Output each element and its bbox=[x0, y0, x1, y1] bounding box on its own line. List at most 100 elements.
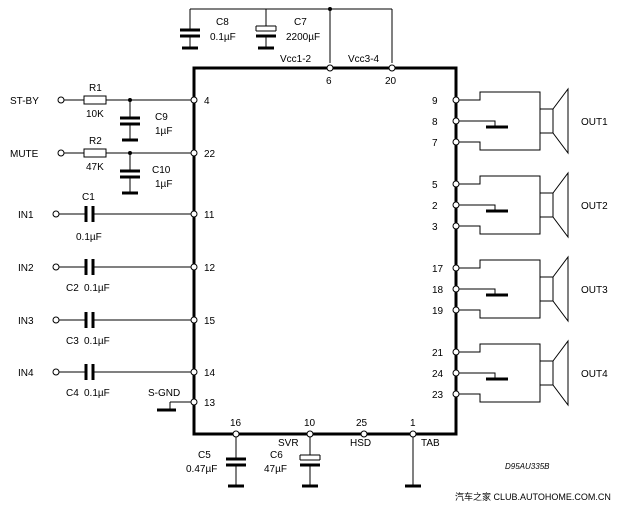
speaker-cone bbox=[552, 339, 569, 407]
c4-name: C4 bbox=[66, 388, 79, 399]
pin-1 bbox=[409, 430, 417, 438]
pin-10-number: 10 bbox=[304, 418, 316, 429]
pin-22-number: 22 bbox=[204, 149, 216, 160]
output-pin bbox=[452, 96, 460, 104]
pin-12-number: 12 bbox=[204, 263, 216, 274]
speaker-cone bbox=[552, 171, 569, 239]
output-ground-wire bbox=[459, 288, 496, 295]
output-wire-plus bbox=[459, 91, 541, 109]
c6-name: C6 bbox=[270, 450, 283, 461]
output-pin-number: 19 bbox=[432, 306, 444, 317]
output-pin-number: 23 bbox=[432, 390, 444, 401]
control-inputs bbox=[57, 95, 198, 195]
in2-label: IN2 bbox=[18, 263, 34, 274]
pin-25 bbox=[360, 430, 368, 438]
output-label: OUT2 bbox=[581, 201, 608, 212]
vcc12-label: Vcc1-2 bbox=[280, 54, 312, 65]
speaker-body bbox=[539, 108, 554, 134]
output-pin bbox=[452, 138, 460, 146]
pin-20-number: 20 bbox=[385, 76, 397, 87]
c9-value: 1µF bbox=[155, 126, 172, 137]
output-pin-number: 24 bbox=[432, 369, 444, 380]
output-wire-plus bbox=[459, 343, 541, 361]
output-pin-number: 3 bbox=[432, 222, 438, 233]
output-wire-plus bbox=[459, 175, 541, 193]
output-wire-minus bbox=[459, 133, 541, 151]
output-wire-minus bbox=[459, 385, 541, 403]
pin-4 bbox=[190, 96, 198, 104]
hsd-label: HSD bbox=[350, 438, 371, 449]
output-pin-number: 8 bbox=[432, 117, 438, 128]
output-pin bbox=[452, 369, 460, 377]
output-pin bbox=[452, 222, 460, 230]
output-pin bbox=[452, 348, 460, 356]
c8-name: C8 bbox=[216, 17, 229, 28]
output-wire-plus bbox=[459, 259, 541, 277]
speaker-cone bbox=[552, 255, 569, 323]
pin-6 bbox=[326, 64, 334, 72]
pin-12 bbox=[190, 263, 198, 271]
vcc34-label: Vcc3-4 bbox=[348, 54, 380, 65]
output-pin bbox=[452, 390, 460, 398]
output-pin bbox=[452, 306, 460, 314]
in3-label: IN3 bbox=[18, 316, 34, 327]
c4-value: 0.1µF bbox=[84, 388, 110, 399]
output-pin-number: 18 bbox=[432, 285, 444, 296]
output-ground-wire bbox=[459, 204, 496, 211]
c3-name: C3 bbox=[66, 336, 79, 347]
pin-10 bbox=[306, 430, 314, 438]
c3-value: 0.1µF bbox=[84, 336, 110, 347]
output-label: OUT1 bbox=[581, 117, 608, 128]
output-pin-number: 21 bbox=[432, 348, 444, 359]
c2-value: 0.1µF bbox=[84, 283, 110, 294]
output-pin-number: 2 bbox=[432, 201, 438, 212]
pin-13 bbox=[190, 398, 198, 406]
output-pin-number: 17 bbox=[432, 264, 444, 275]
diagram-code: D95AU335B bbox=[505, 462, 550, 471]
pin-1-number: 1 bbox=[410, 418, 416, 429]
r2-name: R2 bbox=[89, 136, 102, 147]
c2-name: C2 bbox=[66, 283, 79, 294]
pin-15-number: 15 bbox=[204, 316, 216, 327]
output-ground-wire bbox=[459, 372, 496, 379]
c5-value: 0.47µF bbox=[186, 464, 217, 475]
audio-inputs bbox=[52, 206, 198, 412]
r1-value: 10K bbox=[86, 109, 104, 120]
sgnd-label: S-GND bbox=[148, 388, 180, 399]
c1-name: C1 bbox=[82, 192, 95, 203]
c9-name: C9 bbox=[155, 112, 168, 123]
output-pin bbox=[452, 264, 460, 272]
pin-16-number: 16 bbox=[230, 418, 242, 429]
output-pin bbox=[452, 117, 460, 125]
output-label: OUT4 bbox=[581, 369, 608, 380]
output-pin bbox=[452, 180, 460, 188]
pin-14 bbox=[190, 368, 198, 376]
output-label: OUT3 bbox=[581, 285, 608, 296]
mute-label: MUTE bbox=[10, 149, 39, 160]
c7-name: C7 bbox=[294, 17, 307, 28]
c10-name: C10 bbox=[152, 165, 171, 176]
pin-6-number: 6 bbox=[326, 76, 332, 87]
speaker-body bbox=[539, 192, 554, 218]
speaker-cone bbox=[552, 87, 569, 155]
output-pin-number: 7 bbox=[432, 138, 438, 149]
pin-16 bbox=[232, 430, 240, 438]
tab-label: TAB bbox=[421, 438, 440, 449]
r2-value: 47K bbox=[86, 162, 104, 173]
pin-20 bbox=[388, 64, 396, 72]
speaker-body bbox=[539, 276, 554, 302]
output-wire-minus bbox=[459, 217, 541, 235]
pin-4-number: 4 bbox=[204, 96, 210, 107]
output-pin-number: 5 bbox=[432, 180, 438, 191]
c10-value: 1µF bbox=[155, 179, 172, 190]
supply-section bbox=[180, 7, 396, 72]
watermark-text: 汽车之家 CLUB.AUTOHOME.COM.CN bbox=[455, 491, 611, 502]
c1-value: 0.1µF bbox=[76, 232, 102, 243]
output-pin-number: 9 bbox=[432, 96, 438, 107]
c5-name: C5 bbox=[198, 450, 211, 461]
pin-15 bbox=[190, 316, 198, 324]
pin-14-number: 14 bbox=[204, 368, 216, 379]
output-ground-wire bbox=[459, 120, 496, 127]
